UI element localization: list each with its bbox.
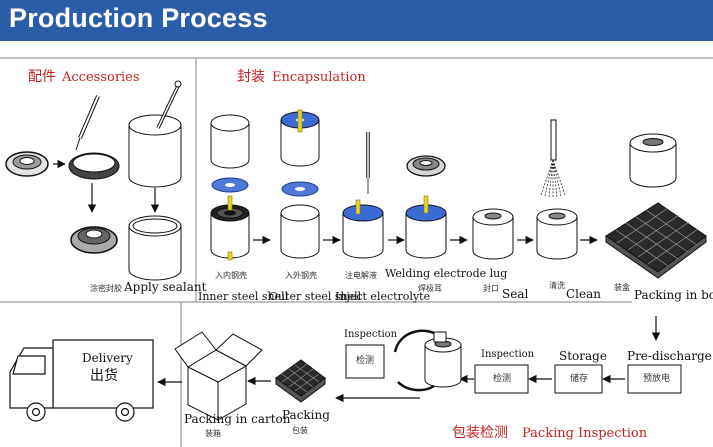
inspection-1-box bbox=[474, 364, 529, 394]
packing-tray-icon bbox=[275, 359, 326, 403]
cap-top-icon bbox=[5, 151, 49, 177]
pre-discharge-box bbox=[627, 364, 682, 394]
inspection-tester-icon bbox=[393, 329, 462, 392]
sealed-can-icon bbox=[128, 215, 182, 281]
storage-zh: 储存 bbox=[570, 374, 589, 384]
section-dividers bbox=[0, 57, 713, 447]
inner-washer-icon bbox=[211, 177, 249, 193]
pre-discharge-zh: 预放电 bbox=[643, 374, 671, 384]
outer-washer-icon bbox=[281, 181, 319, 197]
section-encapsulation-zh: 封装 bbox=[237, 69, 265, 85]
packing-in-box-en: Packing in box bbox=[634, 288, 713, 302]
sealant-needle-icon bbox=[75, 95, 100, 151]
seal-zh: 封口 bbox=[483, 284, 499, 293]
finished-cell-icon bbox=[629, 133, 677, 188]
packing-in-carton-en: Packing in carton bbox=[184, 412, 291, 426]
packing-in-carton-zh: 装箱 bbox=[205, 429, 221, 438]
apply-sealant-en: Apply sealant bbox=[124, 280, 207, 294]
inner-steel-shell-zh: 入内钢壳 bbox=[215, 271, 247, 280]
storage-en: Storage bbox=[559, 349, 607, 363]
welding-lug-zh: 焊极耳 bbox=[418, 284, 442, 293]
inner-steel-shell-en: Inner steel shell bbox=[198, 290, 289, 303]
delivery-truck-icon bbox=[9, 339, 154, 422]
section-accessories-zh: 配件 bbox=[28, 69, 56, 85]
cleaning-brush-icon bbox=[540, 119, 566, 198]
outer-shell-filled-icon bbox=[280, 204, 320, 259]
inner-shell-icon bbox=[210, 114, 250, 169]
inject-can-icon bbox=[342, 199, 384, 259]
inspection-2-box bbox=[345, 344, 385, 379]
outer-shell-icon bbox=[280, 109, 320, 167]
inspection-2-en: Inspection bbox=[344, 329, 398, 340]
sealant-ring-icon bbox=[68, 152, 120, 180]
clean-zh: 清洗 bbox=[549, 281, 565, 290]
packing-in-box-zh: 装盒 bbox=[614, 283, 630, 292]
clean-en: Clean bbox=[566, 287, 602, 301]
section-packing-inspection-en: Packing Inspection bbox=[522, 426, 648, 441]
inspection-2-zh: 检测 bbox=[356, 356, 375, 366]
section-accessories-en: Accessories bbox=[62, 70, 140, 85]
seal-can-icon bbox=[472, 208, 514, 260]
seal-en: Seal bbox=[502, 287, 529, 301]
delivery-zh: 出货 bbox=[90, 368, 118, 384]
weld-can-icon bbox=[405, 195, 447, 259]
inspection-1-en: Inspection bbox=[481, 349, 535, 360]
packing-zh: 包装 bbox=[292, 426, 308, 435]
page-title: Production Process bbox=[9, 3, 268, 33]
sealant-brush-icon bbox=[156, 80, 182, 129]
header-bar: Production Process bbox=[0, 0, 713, 41]
carton-box-icon bbox=[174, 331, 263, 421]
section-encapsulation-en: Encapsulation bbox=[272, 70, 366, 85]
electrode-roll-icon bbox=[210, 195, 250, 261]
inject-electrolyte-en: Inject electrolyte bbox=[335, 290, 431, 303]
packing-en: Packing bbox=[282, 408, 330, 422]
inject-electrolyte-zh: 注电解液 bbox=[345, 271, 377, 280]
section-packing-inspection-zh: 包装检测 bbox=[452, 425, 508, 441]
cap-bottom-icon bbox=[70, 226, 118, 254]
lug-cap-icon bbox=[406, 155, 446, 177]
apply-sealant-zh: 涂密封胶 bbox=[90, 284, 122, 293]
pre-discharge-en: Pre-discharge bbox=[627, 349, 712, 363]
inspection-1-zh: 检测 bbox=[493, 374, 512, 384]
delivery-en: Delivery bbox=[82, 351, 133, 365]
outer-steel-shell-en: Outer steel shell bbox=[269, 290, 362, 303]
welding-lug-en: Welding electrode lug bbox=[385, 267, 508, 280]
clean-can-icon bbox=[536, 208, 578, 260]
storage-box bbox=[554, 364, 603, 394]
empty-can-top-icon bbox=[128, 114, 182, 188]
cell-tray-icon bbox=[605, 202, 707, 279]
outer-steel-shell-zh: 入外钢壳 bbox=[285, 271, 317, 280]
